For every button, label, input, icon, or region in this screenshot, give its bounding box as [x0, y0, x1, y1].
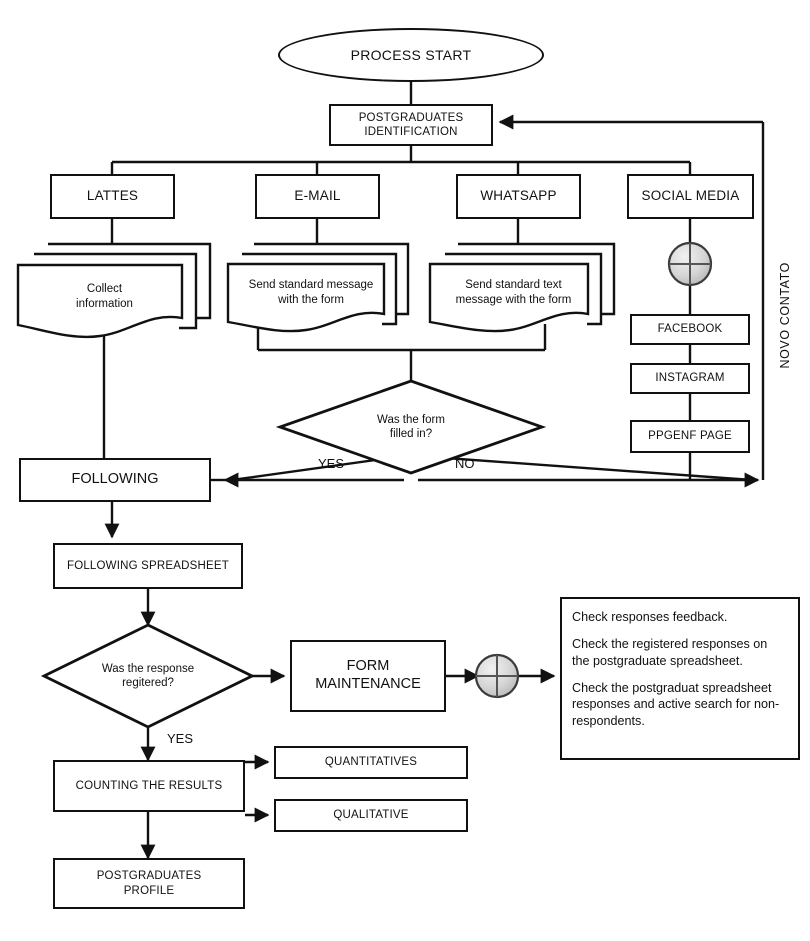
- node-counting-the-results-label: COUNTING THE RESULTS: [75, 779, 223, 792]
- node-form-maintenance-line1: FORM: [346, 658, 390, 675]
- label-no-text: NO: [455, 456, 475, 471]
- decision-line-2: filled in?: [389, 428, 433, 440]
- node-postgraduates-profile-line2: PROFILE: [123, 884, 175, 897]
- node-following-label: FOLLOWING: [71, 471, 159, 488]
- notes-line-1: Check responses feedback.: [572, 610, 728, 624]
- notes-line-2: Check the registered responses on the po…: [572, 637, 768, 668]
- label-yes-text: YES: [318, 456, 345, 471]
- label-yes-text: YES: [167, 731, 194, 746]
- node-instagram-label: INSTAGRAM: [655, 372, 725, 385]
- notes-line-3: Check the postgraduat spreadsheet respon…: [572, 681, 780, 728]
- node-document-send-standard-message[interactable]: Send standard message with the form: [222, 240, 412, 340]
- label-yes-response-registered: YES: [167, 731, 193, 746]
- node-qualitative[interactable]: QUALITATIVE: [274, 799, 468, 832]
- node-channel-email-label: E-MAIL: [294, 188, 341, 204]
- decision-response-registered-shape: [40, 623, 256, 729]
- decision-form-filled-shape: [275, 379, 547, 475]
- node-document-collect-information[interactable]: Collect information: [10, 240, 215, 345]
- node-channel-whatsapp-label: WHATSAPP: [480, 188, 557, 204]
- node-form-maintenance-line2: MAINTENANCE: [315, 676, 421, 692]
- node-channel-lattes-label: LATTES: [86, 188, 139, 204]
- node-decision-form-filled[interactable]: Was the form filled in?: [280, 381, 542, 473]
- node-counting-the-results[interactable]: COUNTING THE RESULTS: [53, 760, 245, 812]
- node-decision-response-registered[interactable]: Was the response regitered?: [44, 625, 252, 727]
- label-novo-contato-text: NOVO CONTATO: [778, 262, 792, 369]
- node-channel-social-media-label: SOCIAL MEDIA: [641, 188, 740, 204]
- node-postgraduates-identification-line1: POSTGRADUATES: [358, 111, 464, 124]
- node-channel-lattes[interactable]: LATTES: [50, 174, 175, 219]
- decision-line-1: Was the response: [101, 662, 195, 675]
- node-ppgenf-page[interactable]: PPGENF PAGE: [630, 420, 750, 453]
- node-decision-form-filled-label: Was the form filled in?: [280, 381, 542, 473]
- decision-line-2: regitered?: [122, 677, 174, 689]
- node-instagram[interactable]: INSTAGRAM: [630, 363, 750, 394]
- node-process-start[interactable]: PROCESS START: [278, 28, 544, 82]
- notes-box[interactable]: Check responses feedback. Check the regi…: [560, 597, 800, 760]
- node-facebook-label: FACEBOOK: [657, 323, 723, 336]
- node-channel-social-media[interactable]: SOCIAL MEDIA: [627, 174, 754, 219]
- node-process-start-label: PROCESS START: [350, 47, 472, 63]
- node-qualitative-label: QUALITATIVE: [333, 809, 409, 822]
- label-novo-contato: NOVO CONTATO: [778, 262, 792, 369]
- label-yes-form-filled: YES: [318, 456, 344, 471]
- node-form-maintenance[interactable]: FORM MAINTENANCE: [290, 640, 446, 712]
- node-ppgenf-page-label: PPGENF PAGE: [648, 430, 732, 443]
- node-postgraduates-profile[interactable]: POSTGRADUATES PROFILE: [53, 858, 245, 909]
- node-channel-email[interactable]: E-MAIL: [255, 174, 380, 219]
- social-media-junction-circle: [667, 241, 713, 287]
- node-facebook[interactable]: FACEBOOK: [630, 314, 750, 345]
- node-document-send-standard-text-message[interactable]: Send standard text message with the form: [424, 240, 619, 340]
- node-decision-response-registered-label: Was the response regitered?: [44, 625, 252, 727]
- node-quantitatives-label: QUANTITATIVES: [324, 756, 418, 769]
- form-maintenance-junction-circle: [474, 653, 520, 699]
- node-channel-whatsapp[interactable]: WHATSAPP: [456, 174, 581, 219]
- label-no-form-filled: NO: [455, 456, 475, 471]
- node-quantitatives[interactable]: QUANTITATIVES: [274, 746, 468, 779]
- node-postgraduates-identification-line2: IDENTIFICATION: [364, 126, 458, 138]
- node-following-spreadsheet[interactable]: FOLLOWING SPREADSHEET: [53, 543, 243, 589]
- decision-line-1: Was the form: [377, 413, 445, 426]
- node-following[interactable]: FOLLOWING: [19, 458, 211, 502]
- node-postgraduates-profile-line1: POSTGRADUATES: [96, 870, 202, 883]
- node-postgraduates-identification[interactable]: POSTGRADUATES IDENTIFICATION: [329, 104, 493, 146]
- node-following-spreadsheet-label: FOLLOWING SPREADSHEET: [66, 559, 230, 572]
